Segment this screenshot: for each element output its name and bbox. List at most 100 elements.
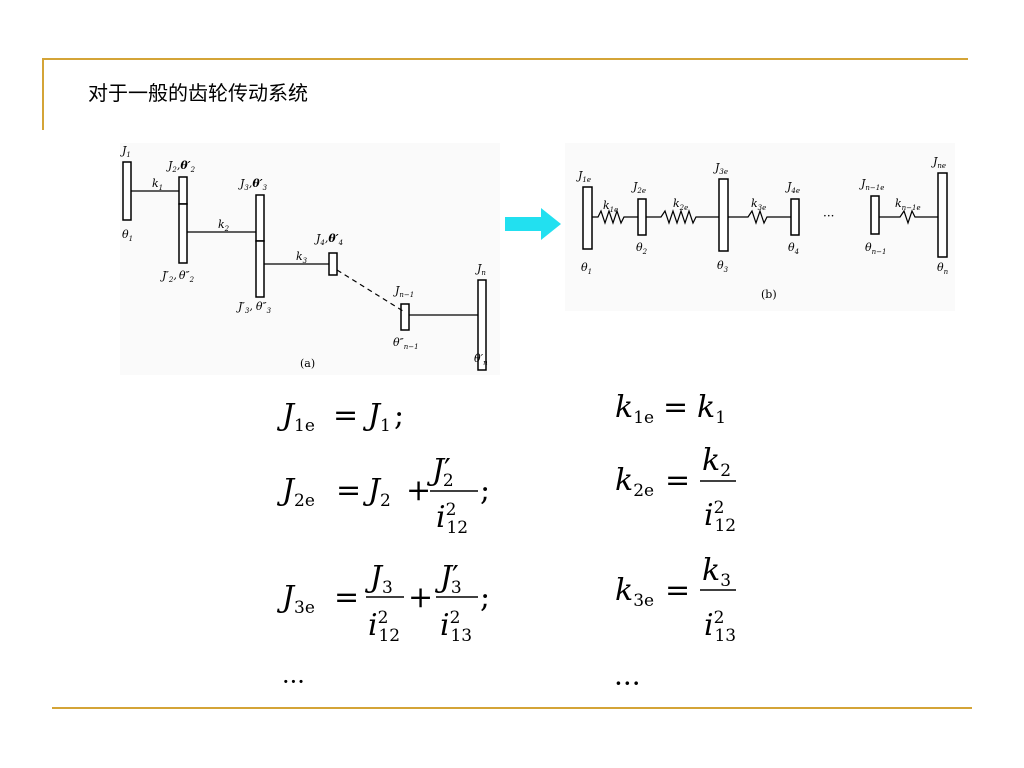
gear-4 (328, 252, 338, 276)
slide-title: 对于一般的齿轮传动系统 (88, 81, 308, 105)
svg-text:k1e: k1e (615, 390, 654, 428)
svg-text:;: ; (394, 398, 404, 433)
ellipsis-right: ··· (614, 667, 641, 700)
spring-k1e (592, 209, 638, 225)
disk-J1e (582, 186, 593, 250)
disk-J4e (790, 198, 800, 236)
label-J2-theta2p: J2,θ′2 (166, 159, 196, 174)
gear-n-1 (400, 303, 410, 331)
label-k3: k3 (296, 250, 308, 265)
svg-text:J′3: J′3 (434, 560, 462, 598)
label-J3-theta3p: J3,θ′3 (238, 177, 268, 192)
eq-k1e: k1e = k1 (615, 390, 726, 428)
caption-b: (b) (761, 288, 777, 301)
label-k3e: k3e (751, 197, 766, 212)
svg-text:k3e: k3e (615, 573, 654, 611)
label-J4-theta4p: J4,θ′4 (314, 232, 343, 247)
disk-J3e (718, 178, 729, 252)
label-J4e: J4e (785, 180, 800, 195)
eq-J1e: J1e = J1 ; (276, 398, 404, 436)
svg-text:=: = (333, 398, 358, 433)
spring-k2e (646, 209, 719, 225)
svg-text:;: ; (480, 580, 490, 615)
svg-text:J1: J1 (362, 398, 391, 436)
label-k2e: k2e (673, 197, 688, 212)
svg-text:+: + (406, 473, 431, 508)
ellipsis-left: ··· (282, 668, 305, 696)
label-J1: J1 (120, 144, 131, 159)
disk-Jn-1e (870, 195, 880, 235)
figure-b-ellipsis: ··· (823, 209, 834, 223)
svg-text:k2: k2 (702, 443, 731, 481)
figure-a-gear-train: J1 θ1 k1 J2,θ′2 J′2,θ″2 k2 J3,θ′3 J′3,θ″… (120, 143, 500, 375)
disk-J2e (637, 198, 647, 236)
svg-text:=: = (665, 573, 690, 608)
label-theta4: θ4 (788, 241, 799, 256)
label-Jn-1e: Jn−1e (859, 177, 884, 192)
shaft-dashed (336, 269, 404, 312)
gear-3-lower (255, 240, 265, 298)
spring-kn-1e (879, 209, 938, 225)
svg-text:J2: J2 (362, 473, 391, 511)
top-rule (42, 58, 968, 60)
label-theta2: θ2 (636, 241, 648, 256)
disk-Jne (937, 172, 948, 258)
svg-text:k2e: k2e (615, 463, 654, 501)
label-theta3: θ3 (717, 259, 729, 274)
label-J2e: J2e (631, 180, 646, 195)
label-J1e: J1e (576, 169, 591, 184)
label-thetan: θn (937, 261, 949, 276)
disk-Jn (477, 279, 487, 371)
figure-b-svg: J1e θ1 k1e J2e θ2 k2e J3e θ3 k3e J4e θ4 … (576, 155, 949, 301)
label-Jn: Jn (475, 262, 486, 277)
gear-2-upper (178, 176, 188, 205)
label-thetan-1pp: θ″n−1 (393, 336, 419, 351)
label-J3e: J3e (713, 161, 728, 176)
label-Jn-1: Jn−1 (393, 284, 414, 299)
gear-2-lower (178, 203, 188, 264)
transform-arrow (505, 208, 563, 244)
label-J2p-theta2pp: J′2,θ″2 (160, 269, 195, 284)
arrow-right-icon (505, 208, 561, 240)
gear-3-upper (255, 194, 265, 242)
label-k1e: k1e (603, 199, 618, 214)
bottom-rule (52, 707, 972, 709)
svg-text:;: ; (480, 473, 490, 508)
svg-text:J2e: J2e (276, 473, 315, 511)
figure-b-equivalent-system: J1e θ1 k1e J2e θ2 k2e J3e θ3 k3e J4e θ4 … (565, 143, 955, 311)
label-theta1: θ1 (581, 261, 592, 276)
label-thetanp: θ′n (474, 352, 488, 367)
svg-text:=: = (334, 580, 359, 615)
svg-text:=: = (663, 390, 688, 425)
svg-text:k3: k3 (702, 553, 731, 591)
label-theta1: θ1 (122, 228, 133, 243)
spring-k3e (728, 209, 791, 225)
disk-J1 (122, 161, 132, 221)
figure-a-svg: J1 θ1 k1 J2,θ′2 J′2,θ″2 k2 J3,θ′3 J′3,θ″… (120, 144, 488, 371)
svg-text:=: = (665, 463, 690, 498)
label-Jne: Jne (931, 155, 946, 170)
label-k2: k2 (218, 218, 230, 233)
label-kn-1e: kn−1e (895, 197, 921, 212)
svg-text:+: + (408, 580, 433, 615)
caption-a: (a) (300, 357, 315, 370)
label-thetan-1: θn−1 (865, 241, 886, 256)
title-accent-bar (42, 58, 44, 130)
svg-text:J3: J3 (364, 560, 393, 598)
svg-text:J1e: J1e (276, 398, 315, 436)
svg-text:J3e: J3e (276, 580, 315, 618)
svg-text:=: = (336, 473, 361, 508)
label-J3p-theta3pp: J′3,θ″3 (236, 300, 272, 315)
svg-text:k1: k1 (697, 390, 726, 428)
